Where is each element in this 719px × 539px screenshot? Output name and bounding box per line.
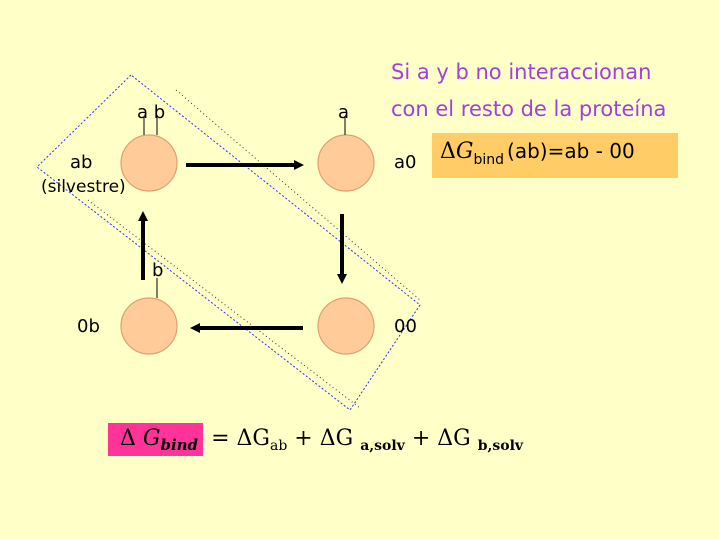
node-a0-label: a0 (394, 152, 417, 173)
term1-G: ΔG (236, 426, 270, 451)
binding-formula-box: ΔGbind(ab)=ab - 00 (432, 133, 678, 178)
node-ab-label: ab (70, 152, 93, 173)
node-ab-sublabel: (silvestre) (41, 177, 126, 197)
dotted-line-right (175, 89, 421, 301)
term1-sub: ab (269, 438, 288, 454)
note-line-1: Si a y b no interaccionan (391, 60, 652, 84)
lhs-delta: Δ (120, 426, 136, 451)
lhs-G: G (142, 426, 161, 451)
note-line-2: con el resto de la proteína (391, 97, 667, 121)
node-0b-top-label: b (152, 260, 164, 281)
node-00-circle (317, 297, 375, 355)
node-0b-label: 0b (77, 316, 100, 337)
dashed-outline (36, 74, 421, 411)
node-a0-top-label: a (338, 102, 350, 123)
lhs-highlight (108, 423, 203, 456)
bottom-formula: Δ Gbind = ΔGab + ΔG a,solv + ΔG b,solv (120, 426, 523, 454)
node-ab-top-label: a b (137, 102, 166, 123)
node-0b-circle (120, 297, 178, 355)
box-delta: Δ (440, 139, 456, 164)
dotted-line-left (87, 199, 361, 409)
plus-2: + (411, 426, 431, 451)
node-00-label: 00 (394, 316, 417, 337)
node-ab-circle (120, 134, 178, 192)
node-a0-circle (317, 134, 375, 192)
term3-G: ΔG (437, 426, 471, 451)
box-rest: (ab)=ab - 00 (507, 139, 635, 163)
term3-sub: b,solv (477, 438, 524, 454)
term2-G: ΔG (319, 426, 354, 451)
plus-1: + (294, 426, 313, 451)
eq-sign: = (211, 426, 230, 451)
term2-sub: a,solv (360, 438, 405, 454)
lhs-sub: bind (160, 436, 199, 454)
box-sub: bind (473, 152, 505, 168)
box-G: G (455, 139, 474, 164)
